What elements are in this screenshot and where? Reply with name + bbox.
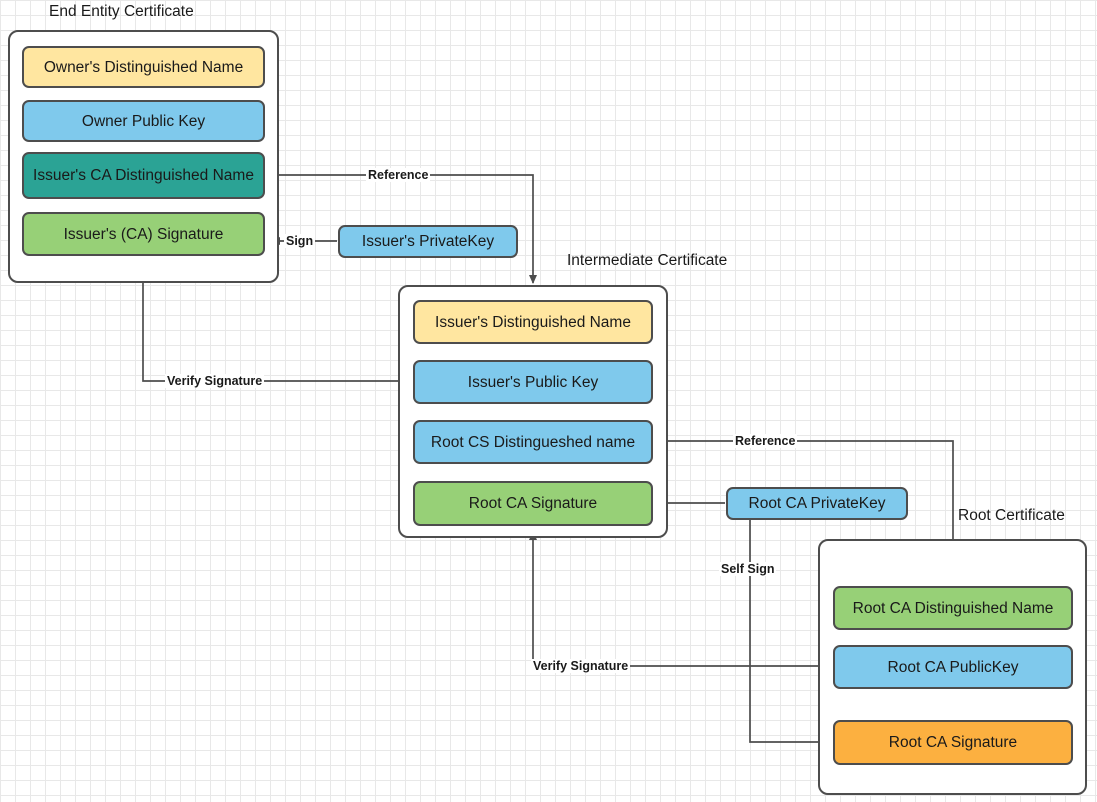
edge-label-verify-signature-top: Verify Signature: [165, 374, 265, 388]
row-owners-distinguished-name[interactable]: Owner's Distinguished Name: [22, 46, 265, 88]
root-ca-private-key-box[interactable]: Root CA PrivateKey: [726, 487, 908, 520]
edge-verify-signature-bottom: [529, 531, 833, 667]
issuers-private-key-box[interactable]: Issuer's PrivateKey: [338, 225, 518, 258]
edge-label-reference-top: Reference: [366, 168, 431, 182]
edge-label-verify-signature-bottom: Verify Signature: [531, 659, 631, 673]
row-issuers-distinguished-name[interactable]: Issuer's Distinguished Name: [413, 300, 653, 344]
row-owner-public-key[interactable]: Owner Public Key: [22, 100, 265, 142]
row-root-ca-distinguished-name[interactable]: Root CA Distinguished Name: [833, 586, 1073, 630]
end-entity-certificate-title: End Entity Certificate: [49, 3, 194, 20]
edge-label-sign: Sign: [284, 234, 316, 248]
row-issuers-ca-signature[interactable]: Issuer's (CA) Signature: [22, 212, 265, 256]
edge-label-reference-mid: Reference: [733, 434, 798, 448]
row-root-ca-public-key[interactable]: Root CA PublicKey: [833, 645, 1073, 689]
row-root-cs-distingueshed-name[interactable]: Root CS Distingueshed name: [413, 420, 653, 464]
row-root-ca-signature-intermediate[interactable]: Root CA Signature: [413, 481, 653, 526]
row-issuers-public-key[interactable]: Issuer's Public Key: [413, 360, 653, 404]
row-root-ca-signature-root[interactable]: Root CA Signature: [833, 720, 1073, 765]
row-issuers-ca-distinguished-name[interactable]: Issuer's CA Distinguished Name: [22, 152, 265, 199]
root-certificate-title: Root Certificate: [958, 507, 1065, 524]
edge-label-self-sign: Self Sign: [719, 562, 777, 576]
intermediate-certificate-title: Intermediate Certificate: [567, 252, 728, 269]
